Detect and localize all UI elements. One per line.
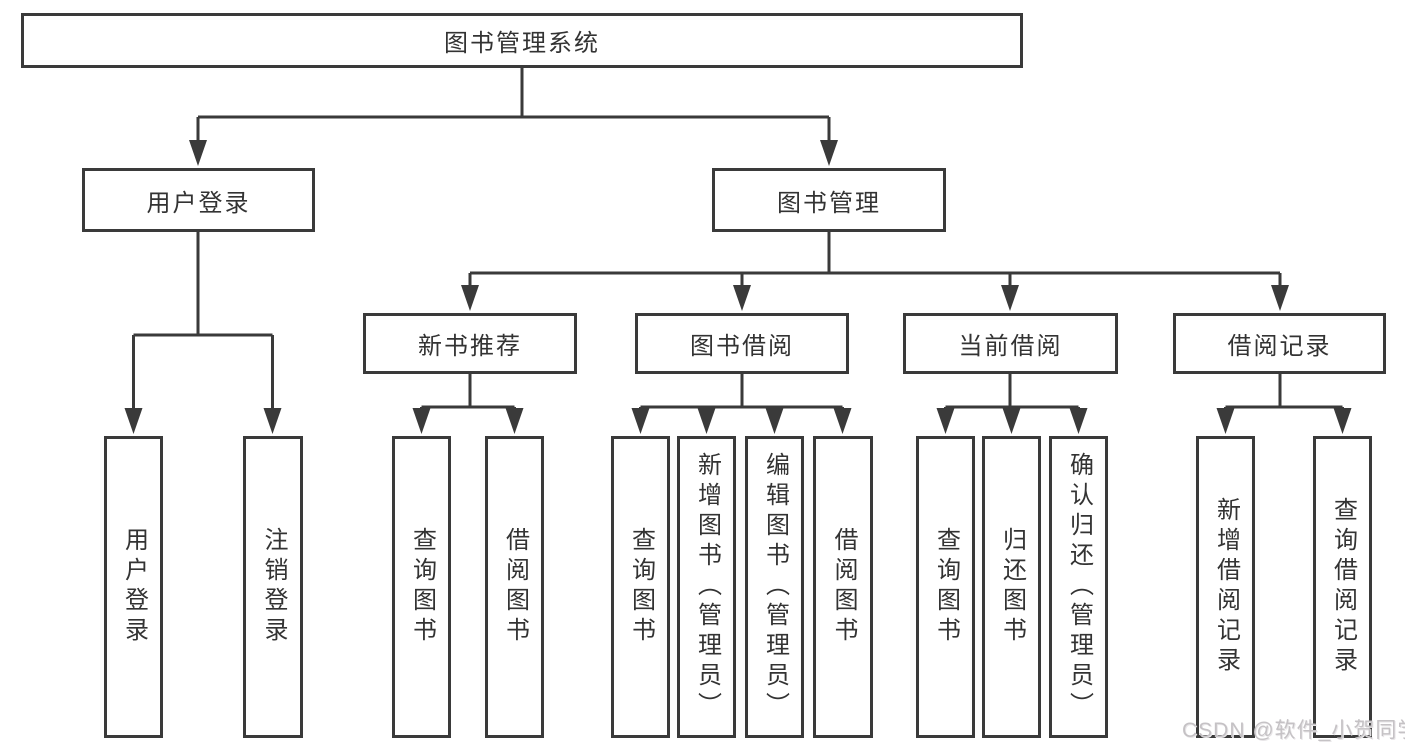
node-label: 图书借阅 <box>690 333 794 360</box>
leaf-logout: 注销登录 <box>243 436 303 738</box>
leaf-add-books-admin: 新增图书（管理员） <box>677 436 736 738</box>
leaf-query-books-recommend: 查询图书 <box>392 436 451 738</box>
node-library-management-system: 图书管理系统 <box>21 13 1023 68</box>
node-label: 编辑图书（管理员） <box>761 452 789 722</box>
node-label: 归还图书 <box>998 527 1026 647</box>
node-label: 借阅记录 <box>1227 333 1332 360</box>
leaf-query-books-current: 查询图书 <box>916 436 975 738</box>
node-label: 借阅图书 <box>830 527 857 647</box>
node-label: 查询图书 <box>408 527 436 647</box>
node-book-management-branch: 图书管理 <box>712 168 946 232</box>
leaf-add-borrow-record: 新增借阅记录 <box>1196 436 1255 738</box>
leaf-edit-books-admin: 编辑图书（管理员） <box>745 436 804 738</box>
node-user-login-branch: 用户登录 <box>82 168 315 232</box>
leaf-return-books: 归还图书 <box>982 436 1041 738</box>
node-current-borrowing: 当前借阅 <box>903 313 1118 374</box>
node-label: 查询借阅记录 <box>1329 497 1357 677</box>
node-label: 新增借阅记录 <box>1212 497 1240 677</box>
node-label: 新书推荐 <box>418 333 522 360</box>
node-label: 借阅图书 <box>501 527 529 647</box>
node-label: 查询图书 <box>932 527 960 647</box>
node-label: 当前借阅 <box>958 333 1063 360</box>
node-label: 用户登录 <box>146 189 251 217</box>
node-label: 图书管理系统 <box>444 30 600 57</box>
node-label: 用户登录 <box>120 527 148 647</box>
leaf-query-books-borrowing: 查询图书 <box>611 436 670 738</box>
node-borrowing-records: 借阅记录 <box>1173 313 1386 374</box>
node-label: 图书管理 <box>777 189 881 217</box>
watermark-text: CSDN @软件_小贺同学 <box>1182 719 1405 742</box>
node-label: 注销登录 <box>260 527 287 647</box>
leaf-borrow-books-borrowing: 借阅图书 <box>813 436 873 738</box>
leaf-borrow-books-recommend: 借阅图书 <box>485 436 544 738</box>
leaf-confirm-return-admin: 确认归还（管理员） <box>1049 436 1108 738</box>
node-label: 确认归还（管理员） <box>1065 452 1093 722</box>
node-book-borrowing: 图书借阅 <box>635 313 849 374</box>
node-new-book-recommendation: 新书推荐 <box>363 313 577 374</box>
arrowhead-icons <box>124 140 1352 434</box>
node-label: 查询图书 <box>627 527 655 647</box>
leaf-query-borrow-record: 查询借阅记录 <box>1313 436 1372 738</box>
leaf-user-login: 用户登录 <box>104 436 163 738</box>
node-label: 新增图书（管理员） <box>693 452 721 722</box>
